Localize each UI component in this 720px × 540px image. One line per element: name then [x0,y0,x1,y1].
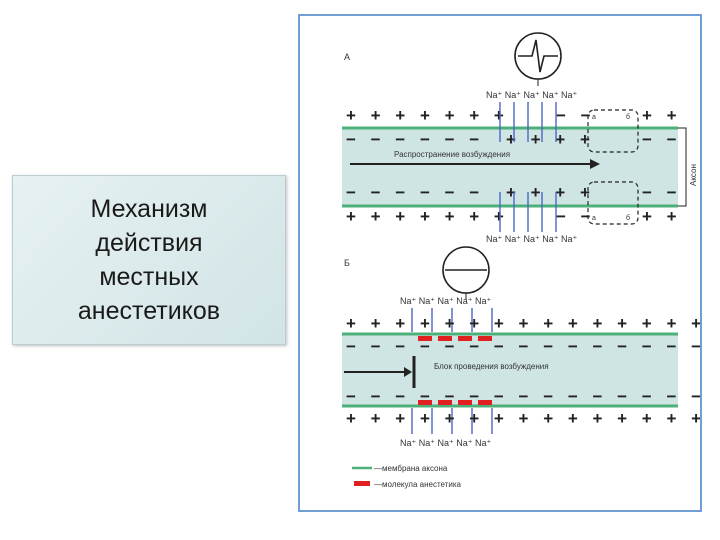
legend-membrane-label: —мембрана аксона [374,464,448,473]
panel-a-charges-out-top-right: − − [556,106,596,125]
block-label: Блок проведения возбуждения [434,362,549,371]
panel-b-anesthetic-molecules [418,336,492,405]
panel-b-ions-top: Na⁺ Na⁺ Na⁺ Na⁺ Na⁺ [400,296,492,306]
block-arrowhead [404,367,412,377]
panel-a-charges-out-bottom: + + + + + + + [346,207,509,226]
axon-diagram: А Na⁺ Na⁺ Na⁺ Na⁺ Na⁺ + + + + + + + − − … [342,32,701,489]
panel-a-charges-in-bottom: − − − − − − [346,183,484,202]
panel-b-label: Б [344,258,350,268]
panel-a-charges-out-bottom-right: − − [556,207,596,226]
panel-a-charges-in-bottom-mid: + + + + [506,183,595,202]
title-line-1: Механизм [90,195,208,223]
title-box: Механизм действия местных анестетиков [12,175,286,345]
region-bottom-dashed [587,181,639,225]
panel-b-charges-in-top: − − − − − − − − − − − − − − − [346,337,700,356]
panel-a-ions-bottom: Na⁺ Na⁺ Na⁺ Na⁺ Na⁺ [486,234,578,244]
oscilloscope-spike-icon [514,32,562,86]
panel-a-charges-in-top-mid: + + + + [506,130,595,149]
title-line-2: действия [95,229,203,257]
title-line-4: анестетиков [77,297,221,325]
panel-a-charges-out-top: + + + + + + + [346,106,509,125]
panel-a-na-lines [499,102,557,232]
region-a-bottom-label: а [592,215,596,222]
region-a-top-label: а [592,114,596,121]
panel-a-charges-out-bottom-far: + + [642,207,682,226]
title-line-3: местных [99,263,199,291]
oscilloscope-flat-icon [442,246,490,300]
panel-b-charges-out-top: + + + + + + + + + + + + + + + [346,314,700,333]
axon-label: Аксон [689,164,698,186]
panel-a-label: А [344,52,350,62]
axon-bracket [678,127,687,207]
legend-molecule-label: —молекула анестетика [374,480,462,489]
axon-a-body [342,128,678,206]
propagation-arrowhead [590,159,600,169]
region-top-dashed [587,109,639,153]
panel-a-ions-top: Na⁺ Na⁺ Na⁺ Na⁺ Na⁺ [486,90,578,100]
region-b-bottom-label: б [626,214,630,222]
panel-a-charges-in-bottom-far: − − [642,183,682,202]
propagation-label: Распространение возбуждения [394,150,510,159]
region-b-top-label: б [626,113,630,121]
panel-b-ions-bottom: Na⁺ Na⁺ Na⁺ Na⁺ Na⁺ [400,438,492,448]
panel-b-charges-out-bottom: + + + + + + + + + + + + + + + [346,409,700,428]
axon-b-body [342,334,678,406]
panel-a-charges-in-top: − − − − − − [346,130,484,149]
figure-frame: А Na⁺ Na⁺ Na⁺ Na⁺ Na⁺ + + + + + + + − − … [298,14,702,512]
panel-b-charges-in-bottom: − − − − − − − − − − − − − − − [346,387,700,406]
panel-b-na-lines [411,308,493,434]
panel-a-charges-out-top-far: + + [642,106,682,125]
panel-a-charges-in-top-far: − − [642,130,682,149]
legend-molecule-swatch [354,481,370,486]
